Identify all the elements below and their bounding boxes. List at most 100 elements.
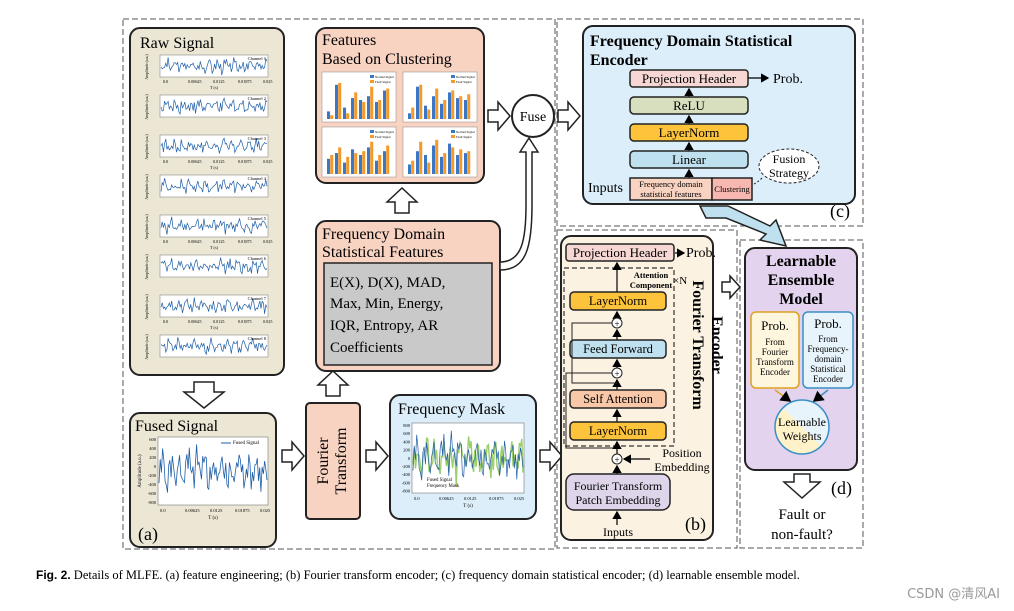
svg-text:+: +: [614, 369, 619, 379]
fds-title-line1: Frequency Domain: [322, 226, 445, 243]
fds-to-fuse-arrow: [499, 136, 540, 271]
c-linear-box: [629, 150, 749, 169]
fourier-to-mask-arrow: [365, 439, 389, 473]
ensemble-box: [744, 247, 858, 471]
cluster-bar-normal: [383, 90, 387, 119]
b-layernorm-bottom: [569, 421, 667, 441]
channel-legend: Channel 1: [248, 56, 266, 61]
features-to-fuse-arrow: [487, 99, 511, 133]
cluster-bar-normal: [424, 155, 428, 174]
raw-signal-line: [160, 297, 268, 314]
b-patch-embedding: [565, 473, 671, 511]
b-feed-forward: [569, 339, 667, 359]
fused-x-tick: 0.0: [160, 508, 166, 513]
fourier-transform-box: [305, 402, 361, 520]
fuse-label: Fuse: [520, 110, 546, 125]
d-right-line: Frequency-: [808, 344, 849, 354]
fds-list-box: [323, 262, 493, 366]
svg-text:+: +: [614, 455, 619, 465]
fused-y-tick: 400: [149, 446, 157, 451]
cluster-legend-swatch: [370, 135, 374, 138]
fused-plot-frame: [157, 436, 269, 506]
cluster-bar-normal: [335, 84, 339, 119]
panel-letter-b: (b): [685, 514, 706, 535]
fused-y-label: Amplitude (a.u.): [138, 454, 143, 488]
fused-signal-chart: Fused Signal6004002000-200-400-600-8000.…: [138, 436, 271, 521]
fds-line-4: Coefficients: [330, 340, 403, 356]
cluster-bar-fault: [427, 109, 431, 119]
raw-signal-line: [160, 216, 268, 235]
ft-encoder-box: [560, 235, 714, 541]
d-right-line: domain: [815, 354, 842, 364]
channel-legend: Channel 6: [248, 256, 267, 261]
cluster-bar-normal: [440, 103, 444, 119]
raw-x-label: T (s): [210, 85, 219, 90]
b-layernorm-bottom-label: LayerNorm: [589, 424, 648, 438]
figure-caption: Fig. 2. Details of MLFE. (a) feature eng…: [36, 568, 996, 583]
d-prob-right: Prob.: [814, 316, 842, 331]
frame-b: [556, 229, 738, 549]
panel-letter-c: (c): [830, 201, 850, 222]
frame-d: [739, 239, 864, 549]
learnable-weights-node: [775, 400, 829, 454]
frame-c: [556, 18, 864, 227]
b-inputs-label: Inputs: [603, 525, 633, 539]
mask-x-tick: 0.0: [414, 496, 420, 501]
cluster-bar-normal: [408, 164, 412, 174]
raw-x-tick: 0.025: [263, 319, 272, 324]
caption-text: Details of MLFE. (a) feature engineering…: [73, 568, 800, 582]
mask-x-tick: 0.00625: [439, 496, 454, 501]
mask-x-label: T (s): [463, 504, 473, 509]
c-clustering-box: [711, 177, 753, 201]
c-prob: Prob.: [773, 72, 803, 87]
fds-title-line2: Statistical Features: [322, 244, 443, 261]
cluster-bar-fault: [435, 139, 439, 174]
raw-y-label: Amplitude (a.u.): [145, 254, 149, 280]
raw-plot-frame: [159, 214, 269, 238]
cluster-legend-swatch: [370, 75, 374, 78]
cluster-bar-normal: [359, 100, 363, 119]
d-right-to-weights: [812, 389, 829, 402]
cluster-bar-fault: [451, 90, 455, 119]
fused-legend: Fused Signal: [233, 441, 260, 446]
d-right-line: Statistical: [810, 364, 846, 374]
d-prob-left: Prob.: [761, 318, 789, 333]
channel-legend: Channel 5: [248, 216, 267, 221]
fuse-node: [511, 94, 555, 138]
fused-x-label: T (s): [208, 516, 218, 521]
c-projection-header-label: Projection Header: [642, 71, 737, 86]
raw-x-tick: 0.025: [263, 159, 272, 164]
channel-legend: Channel 7: [248, 296, 267, 301]
raw-x-label: T (s): [210, 245, 219, 250]
cluster-bar-fault: [467, 94, 471, 119]
cluster-bar-fault: [330, 115, 334, 119]
d-left-line: Fourier: [762, 347, 789, 357]
b-pos-line2: Embedding: [654, 460, 709, 474]
fused-y-tick: 600: [149, 437, 157, 442]
c-linear-label: Linear: [672, 152, 707, 167]
raw-signal-title: Raw Signal: [140, 35, 215, 52]
raw-x-tick: 0.0125: [213, 239, 225, 244]
raw-y-label: Amplitude (a.u.): [145, 54, 149, 80]
cluster-legend-fault: Fault Signal: [375, 80, 391, 84]
attention-line2: Component: [630, 280, 673, 290]
cluster-bar-fault: [370, 141, 374, 174]
raw-x-tick: 0.01875: [238, 319, 252, 324]
mask-x-tick: 0.0125: [464, 496, 477, 501]
raw-signal-line: [160, 97, 268, 116]
cluster-bar-fault: [346, 113, 350, 119]
d-left-line: Transform: [756, 357, 794, 367]
encoder-c-to-d-arrow: [698, 205, 788, 248]
cluster-legend-swatch: [370, 80, 374, 83]
fused-y-tick: 0: [154, 464, 157, 469]
d-weights-line1: Learnable: [778, 415, 826, 429]
d-output-arrow: [782, 473, 822, 500]
b-title-line2: Encoder: [708, 316, 725, 374]
raw-y-label: Amplitude (a.u.): [145, 94, 149, 120]
mask-y-tick: 200: [403, 448, 411, 453]
b-self-attention: [569, 389, 667, 409]
cluster-legend-fault: Fault Signal: [456, 80, 472, 84]
cluster-bar-fault: [411, 107, 415, 119]
